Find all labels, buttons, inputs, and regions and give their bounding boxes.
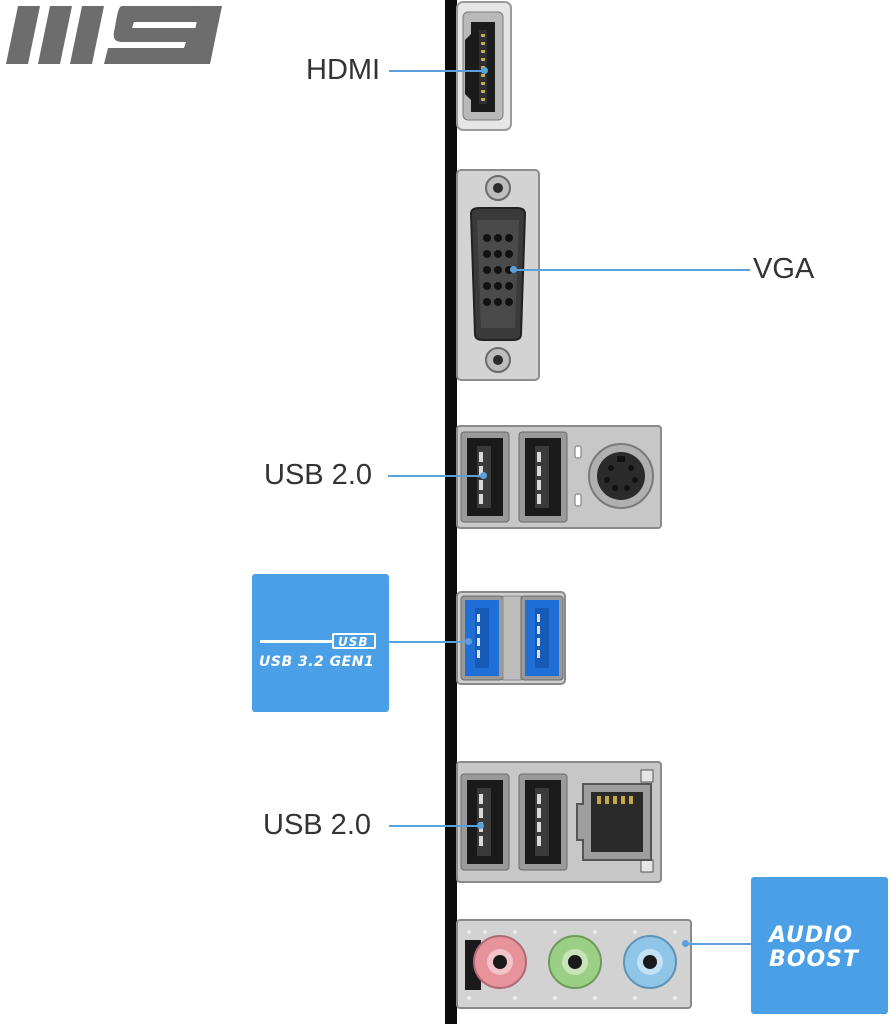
- usb-logo-box: USB: [332, 633, 376, 649]
- usb-3-2-gen1-badge: USB USB 3.2 GEN1: [252, 574, 389, 712]
- audio-jack-green: [548, 935, 602, 989]
- hdmi-leader-dot: [481, 67, 488, 74]
- usb2-top-leader-line: [388, 475, 482, 477]
- vga-label: VGA: [753, 253, 815, 285]
- audio-boost-badge: AUDIO BOOST: [751, 877, 888, 1014]
- audio-jack-blue: [623, 935, 677, 989]
- usb-logo-text: USB: [338, 635, 369, 649]
- audio-boost-line1: AUDIO: [769, 923, 854, 948]
- vga-port: [456, 169, 540, 381]
- usb2-top-label: USB 2.0: [264, 459, 372, 491]
- vga-leader-dot: [510, 266, 517, 273]
- usb3-port-block: [456, 591, 566, 685]
- audio-leader-dot: [682, 940, 689, 947]
- usb3-leader-dot: [465, 638, 472, 645]
- usb2-bottom-leader-line: [389, 825, 479, 827]
- io-shield-edge: [445, 0, 457, 1024]
- hdmi-label: HDMI: [306, 54, 381, 86]
- usb2-bottom-label: USB 2.0: [263, 809, 371, 841]
- audio-jack-pink: [473, 935, 527, 989]
- usb-gen-text: USB 3.2 GEN1: [259, 654, 375, 670]
- usb2-top-leader-dot: [480, 472, 487, 479]
- hdmi-leader-line: [389, 70, 483, 72]
- usb2-bottom-leader-dot: [477, 822, 484, 829]
- usb3-leader-line: [389, 641, 467, 643]
- usb2-ps2-port-block: [456, 425, 662, 529]
- vga-leader-line: [514, 269, 750, 271]
- hdmi-port: [456, 1, 512, 131]
- usb2-lan-port-block: [456, 761, 662, 883]
- audio-jack-block: [456, 919, 692, 1009]
- audio-leader-line: [686, 943, 752, 945]
- usb-logo-line: [260, 640, 332, 643]
- audio-boost-line2: BOOST: [769, 947, 860, 972]
- msi-logo: [6, 6, 222, 64]
